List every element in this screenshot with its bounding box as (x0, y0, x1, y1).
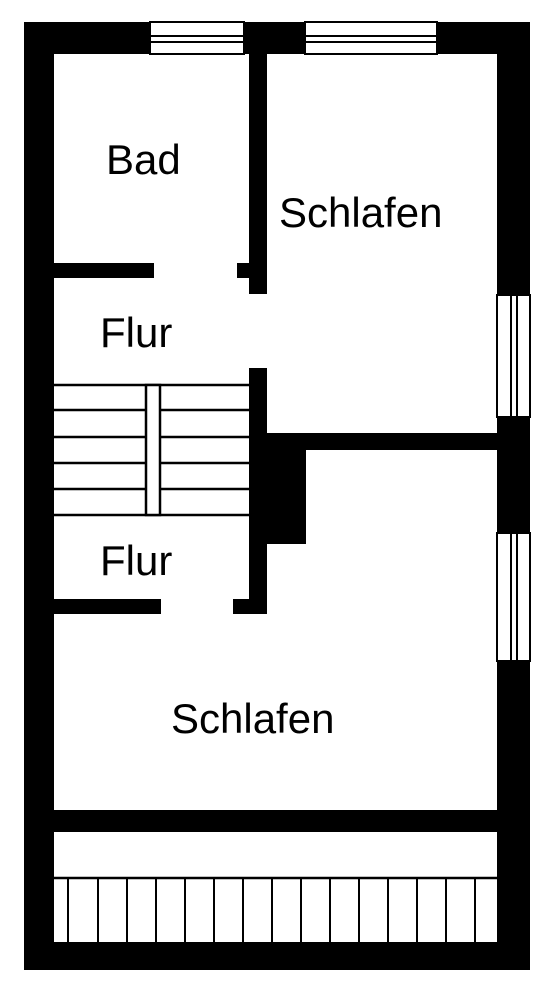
window-right-lower (496, 532, 531, 662)
outer-wall-bottom (24, 942, 530, 970)
interior-walls (54, 54, 499, 832)
wall-flur-bottom-left (54, 599, 161, 614)
outer-walls (24, 22, 530, 970)
wall-bad-schlafen (249, 54, 267, 294)
room-label-flur-top: Flur (100, 309, 172, 356)
room-label-schlafen-bottom: Schlafen (171, 695, 334, 742)
room-label-bad: Bad (106, 136, 181, 183)
room-label-schlafen-top: Schlafen (279, 189, 442, 236)
wall-bad-door-stub (237, 263, 251, 278)
outer-wall-top (24, 22, 530, 54)
outer-wall-left (24, 22, 54, 970)
balcony-railing-icon (54, 876, 497, 942)
chimney-block (262, 450, 306, 544)
window-top-left (149, 21, 245, 55)
wall-schlafen-divider (267, 433, 499, 450)
window-top-right (304, 21, 438, 55)
wall-flur-door-stub (233, 599, 267, 614)
room-label-flur-bottom: Flur (100, 537, 172, 584)
wall-stair-center (249, 368, 267, 612)
wall-balcony (54, 810, 497, 832)
outer-wall-right (497, 22, 530, 970)
staircase-icon (54, 383, 249, 517)
window-right-upper (496, 294, 531, 418)
wall-bad-bottom-left (54, 263, 154, 278)
